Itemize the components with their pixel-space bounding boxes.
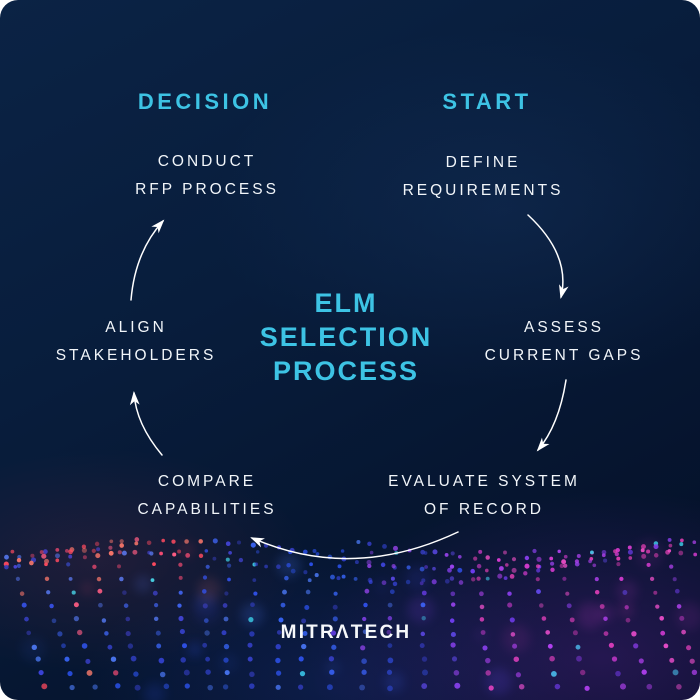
step-line: REQUIREMENTS (402, 182, 564, 199)
diagram-title-line: SELECTION (259, 322, 433, 352)
logo-lambda-mark: Λ (335, 622, 351, 643)
arrow-assess-to-evaluate (536, 379, 567, 452)
arrow-compare-to-align (129, 391, 163, 456)
step-line: STAKEHOLDERS (55, 347, 217, 364)
arrow-align-to-conduct (130, 219, 165, 301)
step-evaluate-system-of-record: EVALUATE SYSTEM OF RECORD (388, 468, 580, 524)
logo-text: TECH (350, 622, 412, 643)
mitratech-logo: MITRΛTECH (281, 622, 412, 644)
step-line: DEFINE (445, 154, 521, 171)
step-line: ALIGN (105, 319, 167, 336)
arrow-define-to-assess (527, 214, 569, 299)
phase-label-decision: DECISION (137, 89, 273, 114)
step-assess-current-gaps: ASSESS CURRENT GAPS (485, 314, 644, 370)
logo-text: MITR (280, 622, 336, 643)
diagram-title-line: PROCESS (272, 356, 420, 386)
step-line: EVALUATE SYSTEM (388, 473, 580, 490)
step-line: ASSESS (523, 319, 605, 336)
step-line: COMPARE (157, 473, 257, 490)
arrow-evaluate-to-compare (250, 531, 459, 560)
step-line: CAPABILITIES (137, 501, 277, 518)
step-conduct-rfp-process: CONDUCT RFP PROCESS (135, 148, 279, 204)
diagram-title: ELM SELECTION PROCESS (260, 286, 433, 388)
step-line: OF RECORD (424, 501, 544, 518)
step-align-stakeholders: ALIGN STAKEHOLDERS (56, 314, 217, 370)
step-define-requirements: DEFINE REQUIREMENTS (403, 149, 564, 205)
diagram-title-line: ELM (314, 288, 378, 318)
step-line: RFP PROCESS (135, 181, 279, 198)
phase-label-start: START (442, 89, 532, 114)
step-compare-capabilities: COMPARE CAPABILITIES (137, 468, 276, 524)
step-line: CONDUCT (157, 153, 257, 170)
step-line: CURRENT GAPS (484, 347, 644, 364)
